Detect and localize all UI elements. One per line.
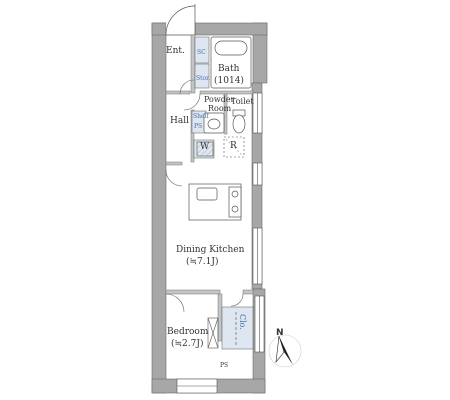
toilet-label: Toilet: [231, 97, 254, 106]
shoe-closet-label: SC: [197, 49, 206, 56]
hall-label: Hall: [170, 116, 189, 126]
kitchen-counter: [188, 183, 242, 221]
shelf-label: Shelf: [193, 113, 209, 120]
dining-kitchen-size-label: (≒7.1J): [186, 257, 219, 267]
storage-label: Stor.: [196, 75, 211, 82]
dining-kitchen-label: Dining Kitchen: [176, 245, 245, 255]
bathtub: [210, 36, 252, 89]
bottom-window: [176, 378, 218, 394]
powder-room-label-1: Powder: [204, 95, 235, 104]
interior-doors: [165, 79, 244, 313]
entrance-label: Ent.: [166, 46, 185, 56]
compass-north-label: N: [276, 328, 284, 338]
bath-label: Bath: [218, 64, 240, 74]
refrigerator-label: R: [230, 141, 237, 151]
entrance-door: [165, 4, 196, 36]
windows: [252, 92, 265, 353]
appliance-spaces: [196, 136, 245, 158]
interior-walls: [165, 34, 254, 342]
bath-size-label: (1014): [214, 76, 244, 86]
closet-doors: [207, 312, 237, 349]
compass: [268, 334, 302, 368]
small-ps-label: PS: [220, 362, 229, 369]
bedroom-label: Bedroom: [167, 327, 209, 337]
powder-room-label-2: Room: [208, 104, 232, 113]
fixtures: [203, 109, 246, 134]
closet-label: Clo.: [238, 314, 247, 330]
bedroom-size-label: (≒2.7J): [171, 339, 204, 349]
pipe-space-label: PS: [194, 123, 203, 130]
washer-label: W: [200, 142, 210, 152]
